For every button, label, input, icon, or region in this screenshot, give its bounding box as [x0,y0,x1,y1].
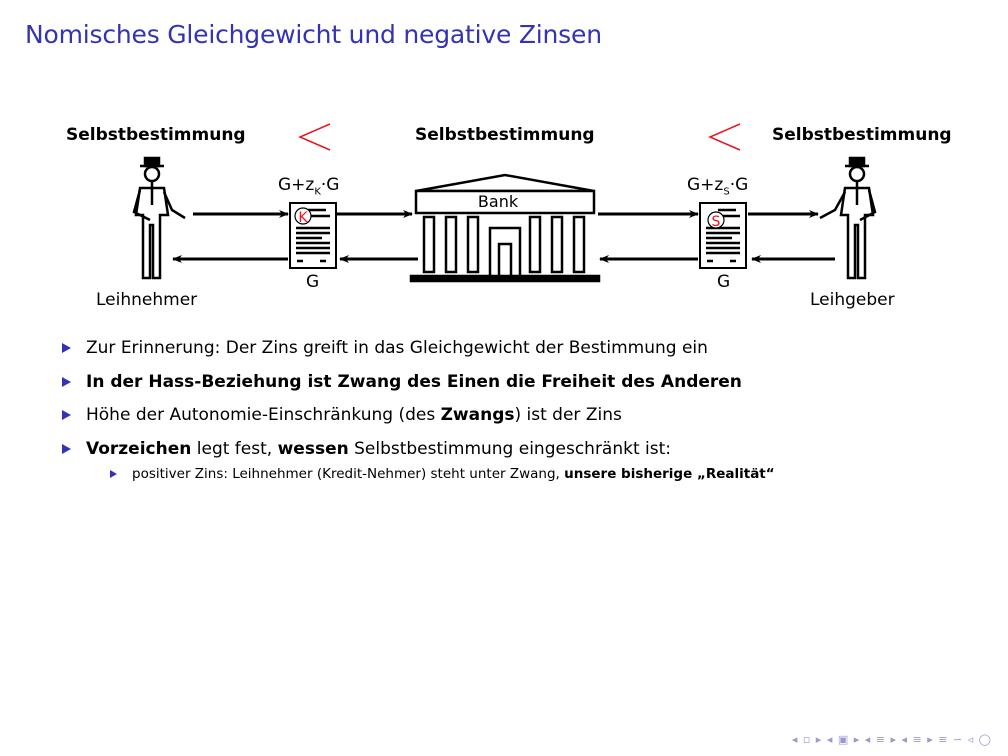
lender-heading: Selbstbestimmung [772,125,952,145]
loan-contract-right-icon: S [699,202,747,269]
left-contract-principal: G [306,272,320,292]
left-contract-amount: G+zK·G [278,175,340,198]
borrower-label: Leihnehmer [96,290,198,310]
page-title: Nomisches Gleichgewicht und negative Zin… [25,20,602,49]
sub-bullet-item: positiver Zins: Leihnehmer (Kredit-Nehme… [110,466,775,482]
svg-text:Bank: Bank [478,192,519,211]
sub-bullet-list: positiver Zins: Leihnehmer (Kredit-Nehme… [110,466,775,482]
bullet-list: Zur Erinnerung: Der Zins greift in das G… [62,336,742,470]
bullet-triangle-icon [62,376,71,387]
svg-text:S: S [712,214,721,230]
borrower-heading: Selbstbestimmung [66,125,246,145]
loan-diagram: K S Bank [132,123,877,283]
svg-text:K: K [298,210,308,226]
bullet-triangle-icon [62,343,71,353]
lender-figure-icon [819,156,877,280]
less-than-sign-2 [708,123,741,151]
bullet-item: Zur Erinnerung: Der Zins greift in das G… [62,336,742,370]
loan-contract-left-icon: K [289,202,337,269]
bullet-item: Höhe der Autonomie-Einschränkung (des Zw… [62,403,742,437]
bank-building-icon: Bank [409,173,601,283]
bullet-triangle-icon [62,410,71,420]
bullet-triangle-icon [110,470,117,478]
less-than-sign-1 [298,123,331,151]
bullet-triangle-icon [62,443,71,454]
lender-label: Leihgeber [810,290,895,310]
borrower-figure-icon [132,156,186,280]
right-contract-principal: G [717,272,731,292]
flow-arrows [172,210,835,263]
beamer-navigation-controls[interactable]: ◂ ▫ ▸ ◂ ▣ ▸ ◂ ≡ ▸ ◂ ≡ ▸ ≡ ∽ ◃ ◯ [791,733,992,746]
bullet-item: In der Hass-Beziehung ist Zwang des Eine… [62,370,742,404]
bank-heading: Selbstbestimmung [415,125,595,145]
right-contract-amount: G+zS·G [687,175,749,198]
bullet-item: Vorzeichen legt fest, wessen Selbstbesti… [62,437,742,471]
